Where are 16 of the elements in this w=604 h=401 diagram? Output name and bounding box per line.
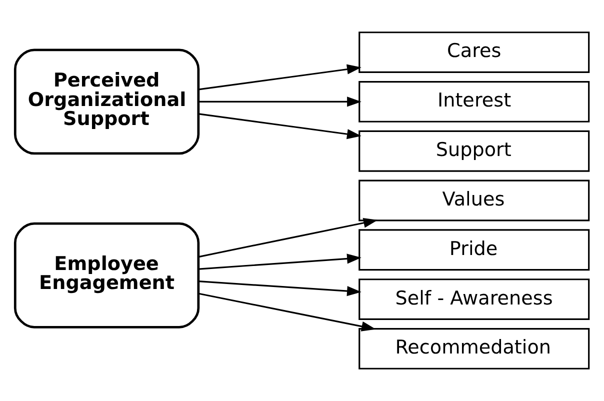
node-box: Cares — [358, 32, 590, 74]
node-box: Pride — [358, 229, 590, 271]
node-box: Perceived Organizational Support — [14, 48, 200, 155]
arrow — [198, 254, 362, 270]
arrow — [198, 113, 362, 140]
arrow — [198, 64, 362, 90]
node-box: Self - Awareness — [358, 278, 590, 320]
node-box: Interest — [358, 80, 590, 122]
node-box: Employee Engagement — [14, 222, 200, 328]
node-box: Recommedation — [358, 328, 590, 370]
node-box: Values — [358, 180, 590, 222]
arrow — [198, 292, 376, 332]
arrow — [198, 96, 362, 107]
arrow — [198, 218, 378, 258]
arrow — [198, 280, 362, 296]
node-box: Support — [358, 130, 590, 172]
